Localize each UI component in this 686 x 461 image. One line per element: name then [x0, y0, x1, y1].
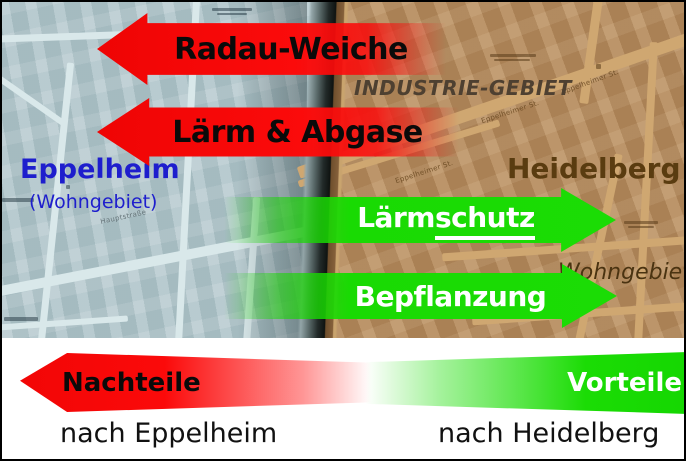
caption-nach-eppelheim: nach Eppelheim [60, 418, 278, 449]
map-micro-label [4, 317, 38, 321]
map-micro-label [624, 221, 658, 224]
arrow-nachteile: Nachteile [20, 353, 382, 412]
arrow-radau-weiche-label: Radau-Weiche [174, 31, 408, 67]
map-micro-label [490, 54, 536, 57]
laermschutz-underlined: schutz [434, 201, 535, 240]
map-micro-label [212, 8, 252, 11]
laermschutz-prefix: Lärm [357, 200, 435, 234]
city-label-heidelberg: Heidelberg [507, 152, 681, 185]
street-label-eppelheimer-1: Eppelheimer St. [394, 158, 455, 186]
arrow-bepflanzung: Bepflanzung [224, 264, 617, 328]
map-micro-label [217, 13, 247, 15]
street-line [2, 68, 66, 126]
caption-nach-heidelberg: nach Heidelberg [438, 418, 660, 449]
map-micro-label [2, 198, 34, 202]
arrow-laerm-abgase-label: Lärm & Abgase [172, 114, 423, 150]
street-map: Hauptstraße Eppelheimer St. Eppelheimer … [2, 2, 684, 338]
arrow-laermschutz: Lärmschutz [224, 188, 616, 252]
zone-label-industriegebiet: INDUSTRIE-GEBIET [354, 76, 572, 100]
city-label-eppelheim: Eppelheim [20, 154, 180, 185]
arrow-laerm-abgase: Lärm & Abgase [97, 98, 470, 166]
legend-panel: Nachteile Vorteile nach Eppelheim nach H… [2, 338, 684, 459]
arrow-radau-weiche: Radau-Weiche [97, 13, 457, 85]
arrow-vorteile: Vorteile [354, 352, 684, 414]
arrow-nachteile-label: Nachteile [62, 367, 201, 398]
map-poi-dot [596, 64, 601, 69]
zone-label-wohngebiet-eppelheim: (Wohngebiet) [29, 191, 158, 213]
map-micro-label [494, 59, 530, 61]
map-micro-label [628, 226, 654, 228]
map-poi-dot [66, 185, 70, 189]
arrow-laermschutz-label: Lärmschutz [357, 201, 535, 240]
arrow-vorteile-label: Vorteile [567, 368, 682, 398]
arrow-bepflanzung-label: Bepflanzung [354, 279, 547, 313]
street-line [634, 41, 658, 338]
